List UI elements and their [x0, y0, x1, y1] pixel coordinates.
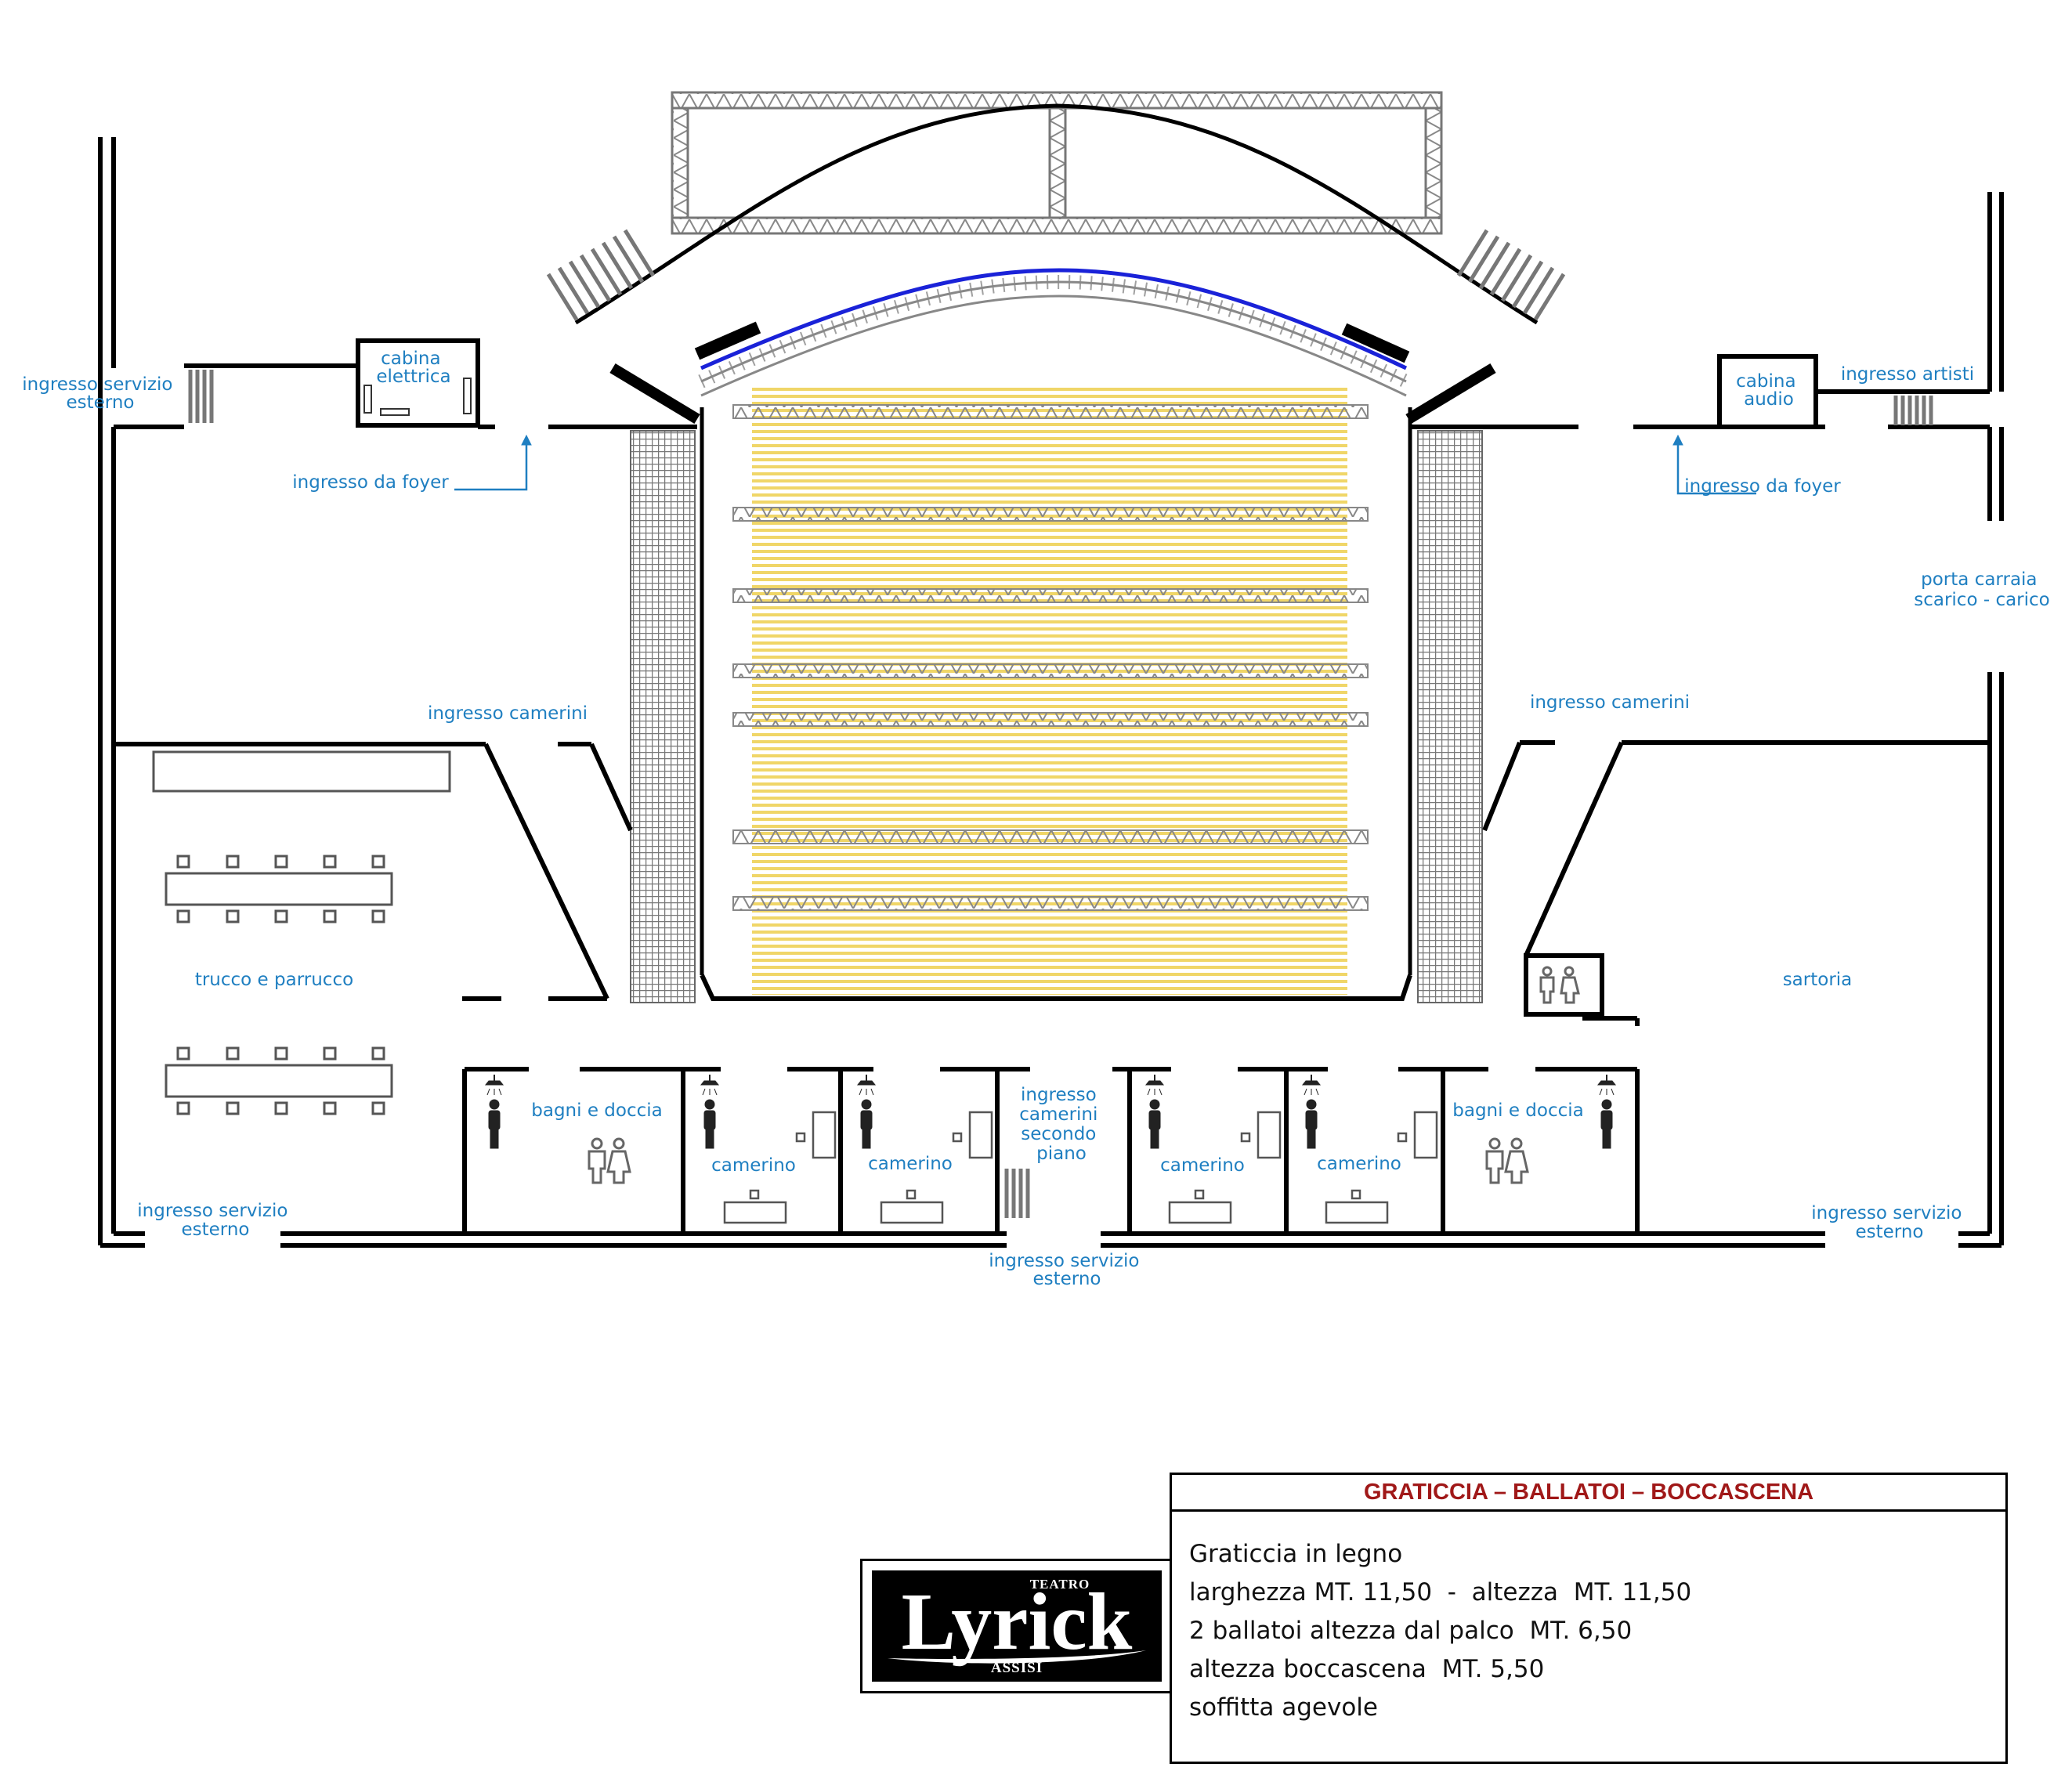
stage-floor: [752, 388, 1347, 995]
grid-right: [1417, 430, 1483, 1003]
arch-bar-left: [694, 321, 761, 360]
label-ingresso-camerini-right: ingresso camerini: [1530, 692, 1690, 713]
stair-right: [1456, 229, 1566, 321]
info-lines: Graticcia in legno larghezza MT. 11,50 -…: [1172, 1512, 2005, 1727]
stair-s: [1004, 1169, 1030, 1218]
curtain-line: [700, 268, 1408, 370]
logo-name: Lyrick: [901, 1577, 1133, 1667]
info-line: Graticcia in legno: [1189, 1540, 1403, 1568]
label-ingresso-foyer-left: ingresso da foyer: [292, 472, 449, 493]
stair-ne: [1893, 396, 1933, 425]
restroom-icon: [588, 1137, 631, 1184]
label-ingresso-servizio-nw: ingresso servizio esterno: [22, 374, 178, 413]
label-camerino: camerino: [711, 1155, 796, 1176]
arch-truss-web: [698, 274, 1409, 388]
label-porta-carraia: porta carraia scarico - carico: [1914, 569, 2050, 610]
top-truss: [671, 91, 1443, 235]
logo-swoosh: [888, 1650, 1146, 1664]
logo-assisi: ASSISI: [990, 1660, 1043, 1676]
label-ingresso-servizio-s: ingresso servizio esterno: [989, 1251, 1144, 1289]
label-camerino: camerino: [1160, 1155, 1245, 1176]
info-line: larghezza MT. 11,50 - altezza MT. 11,50: [1189, 1578, 1692, 1606]
grid-left: [630, 430, 696, 1003]
stair-left: [546, 229, 656, 321]
label-camerino: camerino: [1317, 1154, 1401, 1174]
logo-teatro: TEATRO: [1029, 1577, 1090, 1592]
teatro-lyrick-logo: TEATRO Lyrick ASSISI: [860, 1559, 1173, 1693]
shower-icon: [1144, 1075, 1165, 1149]
camerino-furniture: [723, 1111, 1438, 1224]
info-box: GRATICCIA – BALLATOI – BOCCASCENA Gratic…: [1170, 1473, 2008, 1764]
shower-icon: [856, 1075, 877, 1149]
cabina-elettrica-fixtures: [363, 378, 472, 416]
restroom-icon: [1485, 1137, 1529, 1184]
shower-icon: [700, 1075, 720, 1149]
shower-icon: [1301, 1075, 1322, 1149]
label-ingresso-camerini-left: ingresso camerini: [428, 703, 588, 724]
label-cabina-elettrica: cabina elettrica: [376, 349, 450, 387]
info-line: soffitta agevole: [1189, 1693, 1378, 1722]
trucco-furniture: [152, 750, 451, 1115]
label-ingresso-camerini-secondo-piano: ingresso camerini secondo piano: [1019, 1085, 1103, 1164]
shower-icon: [1596, 1075, 1617, 1149]
shower-icon: [484, 1075, 504, 1149]
label-camerino: camerino: [868, 1154, 953, 1174]
label-bagni-doccia-right: bagni e doccia: [1452, 1100, 1583, 1121]
info-title: GRATICCIA – BALLATOI – BOCCASCENA: [1172, 1475, 2005, 1512]
logo-panel: TEATRO Lyrick ASSISI: [872, 1570, 1162, 1682]
info-line: 2 ballatoi altezza dal palco MT. 6,50: [1189, 1617, 1633, 1645]
arrow-icon: [454, 434, 532, 491]
walls: [98, 137, 2004, 1248]
label-cabina-audio: cabina audio: [1736, 371, 1802, 410]
label-bagni-doccia-left: bagni e doccia: [531, 1100, 662, 1121]
info-line: altezza boccascena MT. 5,50: [1189, 1655, 1545, 1683]
label-sartoria: sartoria: [1783, 970, 1853, 990]
label-ingresso-servizio-se: ingresso servizio esterno: [1811, 1203, 1967, 1242]
label-ingresso-servizio-sw: ingresso servizio esterno: [137, 1201, 293, 1240]
battens: [732, 404, 1369, 911]
top-arch: [574, 103, 1539, 325]
arch-truss-bottom: [700, 295, 1407, 397]
label-ingresso-artisti: ingresso artisti: [1841, 364, 1974, 385]
stage-walls: [609, 363, 1496, 1001]
arrow-icon: [1672, 434, 1756, 495]
label-trucco-parrucco: trucco e parrucco: [195, 970, 353, 990]
arch-bar-right: [1341, 323, 1410, 363]
label-ingresso-foyer-right: ingresso da foyer: [1684, 476, 1841, 497]
stair-nw: [188, 370, 214, 423]
restroom-icon: [1539, 966, 1580, 1004]
